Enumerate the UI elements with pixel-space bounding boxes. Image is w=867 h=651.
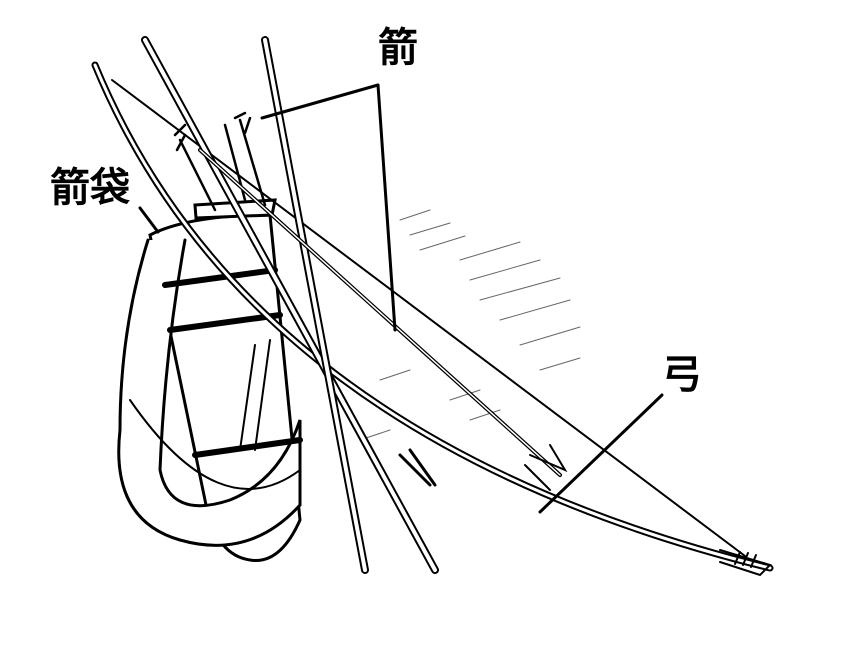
- background-shading: [359, 209, 581, 441]
- quiver: [117, 198, 303, 562]
- label-bow: 弓: [662, 352, 702, 398]
- label-arrow: 箭: [378, 25, 418, 71]
- label-quiver: 箭袋: [50, 165, 130, 211]
- leader-lines: [138, 83, 664, 514]
- arrows: [141, 36, 568, 574]
- bowstring: [111, 79, 746, 557]
